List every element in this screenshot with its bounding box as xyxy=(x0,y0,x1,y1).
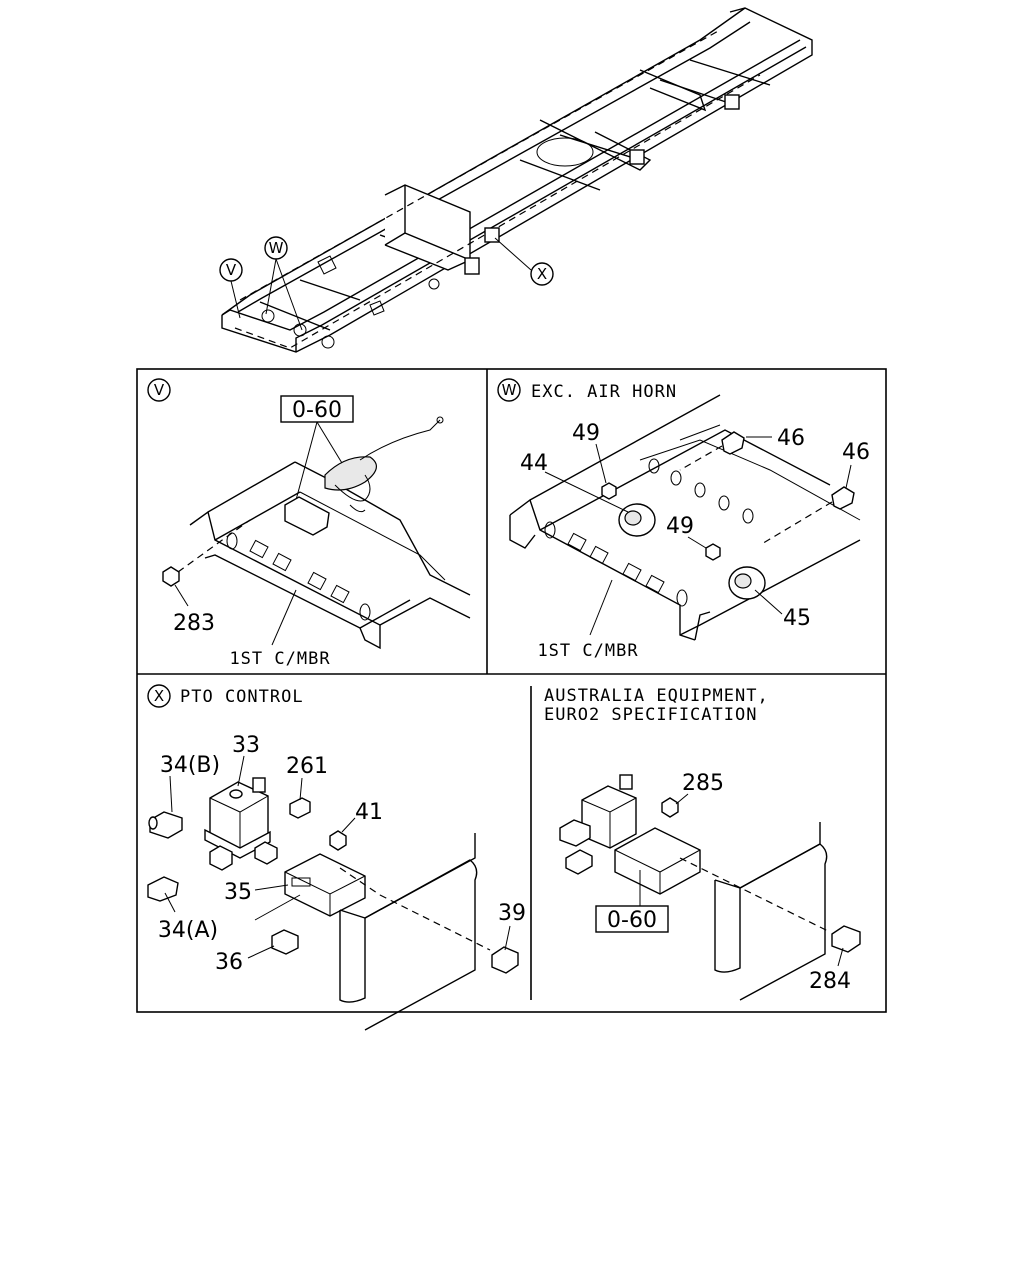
view-v: V 0-60 283 1ST C/MBR xyxy=(147,378,471,669)
member-label-w: 1ST C/MBR xyxy=(537,641,638,661)
view-x: X PTO CONTROL 33 34(B xyxy=(147,684,526,1031)
svg-text:X: X xyxy=(154,687,164,705)
detail-frames xyxy=(136,368,887,1013)
caption-w: EXC. AIR HORN xyxy=(531,382,677,402)
part-label-34a: 34(A) xyxy=(158,918,218,943)
member-label-v: 1ST C/MBR xyxy=(229,649,330,669)
part-label-45: 45 xyxy=(783,606,811,631)
part-label-33: 33 xyxy=(232,733,260,758)
overview-callout-x: X xyxy=(494,237,554,286)
caption-australia: AUSTRALIA EQUIPMENT, xyxy=(544,686,769,706)
part-label-49-lower: 49 xyxy=(666,514,694,539)
overview-callout-v: V xyxy=(219,258,243,319)
svg-text:W: W xyxy=(502,381,517,399)
svg-text:W: W xyxy=(269,239,284,257)
caption-x: PTO CONTROL xyxy=(180,687,304,707)
refbox-0-60-v: 0-60 xyxy=(292,398,342,423)
part-label-46-right: 46 xyxy=(842,440,870,465)
part-label-36: 36 xyxy=(215,950,243,975)
svg-text:V: V xyxy=(226,261,237,279)
part-label-285: 285 xyxy=(682,771,724,796)
part-label-46-left: 46 xyxy=(777,426,805,451)
part-label-39: 39 xyxy=(498,901,526,926)
refbox-0-60-australia: 0-60 xyxy=(607,908,657,933)
caption-euro2: EURO2 SPECIFICATION xyxy=(544,705,757,725)
chassis-frame-overview xyxy=(221,7,813,353)
part-label-49-upper: 49 xyxy=(572,421,600,446)
part-label-283: 283 xyxy=(173,611,215,636)
overview-callout-w: W xyxy=(264,236,303,331)
svg-text:X: X xyxy=(537,265,547,283)
part-label-44: 44 xyxy=(520,451,548,476)
part-label-41: 41 xyxy=(355,800,383,825)
part-label-284: 284 xyxy=(809,969,851,994)
view-australia: AUSTRALIA EQUIPMENT, EURO2 SPECIFICATION… xyxy=(544,686,861,1001)
view-w: W EXC. AIR HORN 49 xyxy=(497,378,870,661)
part-label-261: 261 xyxy=(286,754,328,779)
svg-text:V: V xyxy=(154,381,165,399)
part-label-35: 35 xyxy=(224,880,252,905)
part-label-34b: 34(B) xyxy=(160,753,220,778)
